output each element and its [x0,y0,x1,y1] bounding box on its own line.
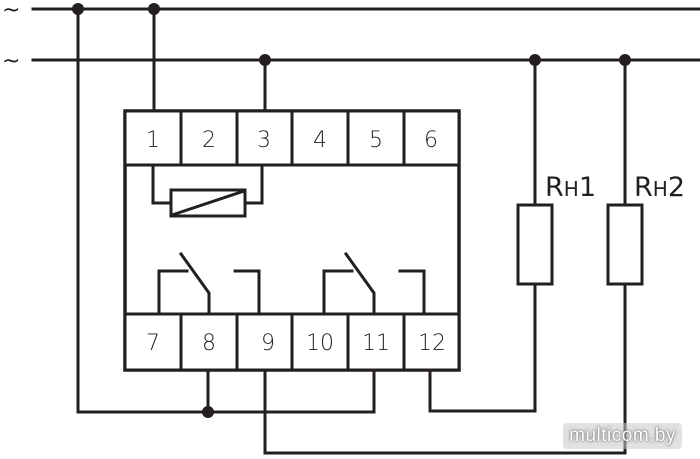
bottom-terminal-block: 7 8 9 10 11 12 [123,312,461,372]
relay-coil [151,163,264,218]
contact-group-1 [157,251,261,316]
load-1-label-index: 1 [579,172,596,203]
load-2-resistor-icon [606,203,644,286]
junction-dot [202,406,214,418]
coil-lead-right [243,163,264,205]
terminal-6 [402,109,461,167]
terminal-10 [290,312,350,372]
terminal-7-label: 7 [146,331,160,356]
terminal-6-label: 6 [424,128,438,153]
terminal-2-label: 2 [202,128,216,153]
load-1-label: RH1 [545,172,596,203]
load-2-label-index: 2 [668,172,685,203]
terminal-7 [123,312,183,372]
contact-2-switch-icon [343,251,376,316]
terminal-10-label: 10 [306,331,334,356]
terminal-9-label: 9 [261,331,275,356]
junction-dot [72,3,84,15]
terminal-11-label: 11 [362,331,390,356]
load-2-label-sub: H [653,177,668,201]
contact-2-no [398,269,426,316]
wire-terminal-12-to-load-1 [428,282,537,413]
supply-line-1-symbol: ~ [2,0,20,23]
junction-dot [529,54,541,66]
watermark: multicom.by [563,423,682,449]
contact-1-no [233,269,261,316]
top-terminal-block: 1 2 3 4 5 6 [123,109,461,167]
wire-line1-to-terminal-11 [76,7,376,414]
contact-2-nc [322,269,354,316]
coil-lead-left [151,163,173,205]
junction-dot [619,54,631,66]
load-1-resistor-icon [516,203,554,286]
wire-terminal-9-to-load-2 [263,282,627,455]
contact-1-nc [157,269,189,316]
terminal-5 [346,109,406,167]
junction-dot [259,54,271,66]
terminal-3 [235,109,294,167]
load-2-label-main: R [634,172,653,203]
contact-1-switch-icon [178,251,211,316]
load-1-label-sub: H [564,177,579,201]
terminal-12-label: 12 [418,331,446,356]
contact-group-2 [322,251,426,316]
terminal-9 [235,312,294,372]
terminal-8 [179,312,239,372]
terminal-1-label: 1 [146,128,160,153]
terminal-4-label: 4 [313,128,327,153]
load-2-label: RH2 [634,172,685,203]
terminal-3-label: 3 [257,128,271,153]
terminal-1 [123,109,183,167]
terminal-8-label: 8 [202,331,216,356]
terminal-2 [179,109,239,167]
junction-dot [148,3,160,15]
supply-line-2-symbol: ~ [2,49,20,74]
load-1-label-main: R [545,172,564,203]
terminal-4 [290,109,350,167]
coil-diagonal [170,189,246,217]
terminal-12 [402,312,461,372]
terminal-5-label: 5 [369,128,383,153]
